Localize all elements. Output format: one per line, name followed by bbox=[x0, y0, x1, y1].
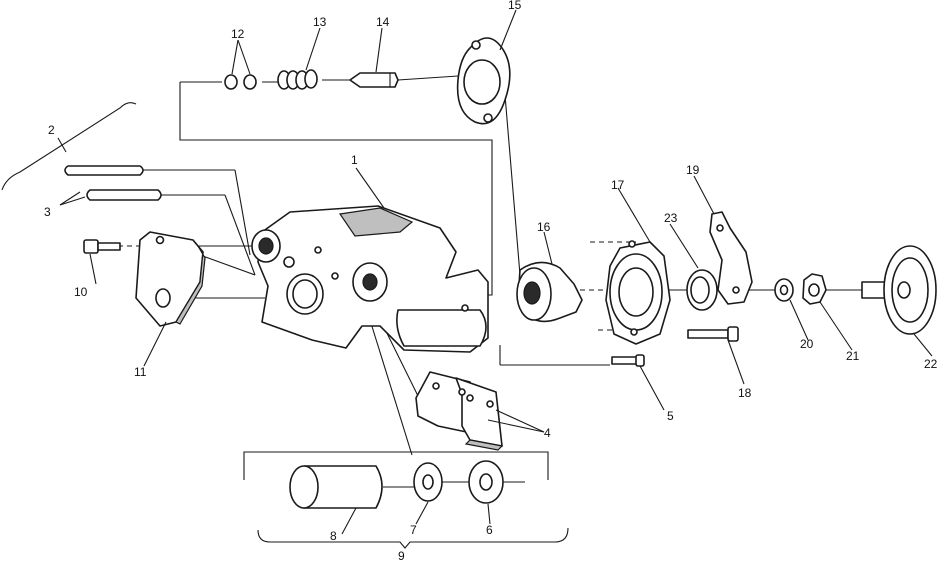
part-6-seal bbox=[468, 460, 504, 504]
part-12-o-rings bbox=[224, 74, 257, 90]
callout-23: 23 bbox=[664, 211, 678, 225]
part-13-spring bbox=[277, 69, 318, 90]
callout-7: 7 bbox=[410, 523, 417, 537]
callout-8: 8 bbox=[330, 529, 337, 543]
part-19-lever bbox=[709, 211, 753, 305]
callout-12: 12 bbox=[231, 27, 245, 41]
part-1-caliper-housing bbox=[251, 205, 489, 353]
part-11-cover-plate bbox=[135, 231, 206, 327]
part-8-piston bbox=[289, 465, 383, 509]
part-7-seal bbox=[413, 462, 443, 502]
callout-15: 15 bbox=[508, 0, 522, 12]
callout-4: 4 bbox=[544, 426, 551, 440]
callout-21: 21 bbox=[846, 349, 860, 363]
part-14-plunger bbox=[349, 72, 399, 88]
part-23-bushing bbox=[686, 269, 718, 311]
part-5-set-screw bbox=[611, 354, 645, 367]
callout-11: 11 bbox=[134, 365, 147, 379]
callout-17: 17 bbox=[611, 178, 625, 192]
callout-1: 1 bbox=[351, 153, 358, 167]
leader-lines bbox=[57, 9, 933, 535]
callout-labels: 1 2 3 4 5 6 7 8 9 10 11 12 13 14 15 16 1… bbox=[44, 0, 938, 561]
part-18-screw bbox=[687, 326, 739, 342]
part-20-washer bbox=[774, 278, 794, 302]
part-4-brake-pads bbox=[415, 371, 504, 451]
part-9-kit-bracket bbox=[257, 527, 569, 549]
callout-10: 10 bbox=[74, 285, 88, 299]
callout-9: 9 bbox=[398, 549, 405, 561]
callout-16: 16 bbox=[537, 220, 551, 234]
callout-22: 22 bbox=[924, 357, 938, 371]
callout-14: 14 bbox=[376, 15, 390, 29]
callout-5: 5 bbox=[667, 409, 674, 423]
callout-20: 20 bbox=[800, 337, 814, 351]
callout-3: 3 bbox=[44, 205, 51, 219]
callout-19: 19 bbox=[686, 163, 700, 177]
part-2-pin-set-bracket bbox=[1, 102, 137, 191]
part-16-boot bbox=[516, 261, 583, 323]
part-3-pins bbox=[64, 165, 162, 201]
part-17-adjuster-housing bbox=[605, 240, 671, 345]
callout-6: 6 bbox=[486, 523, 493, 537]
part-15-gasket bbox=[456, 37, 511, 125]
part-22-adjuster-knob bbox=[861, 245, 937, 335]
part-10-bolt bbox=[83, 239, 121, 254]
callout-18: 18 bbox=[738, 386, 752, 400]
callout-2: 2 bbox=[48, 123, 55, 137]
part-21-nut bbox=[802, 273, 827, 305]
callout-13: 13 bbox=[313, 15, 327, 29]
